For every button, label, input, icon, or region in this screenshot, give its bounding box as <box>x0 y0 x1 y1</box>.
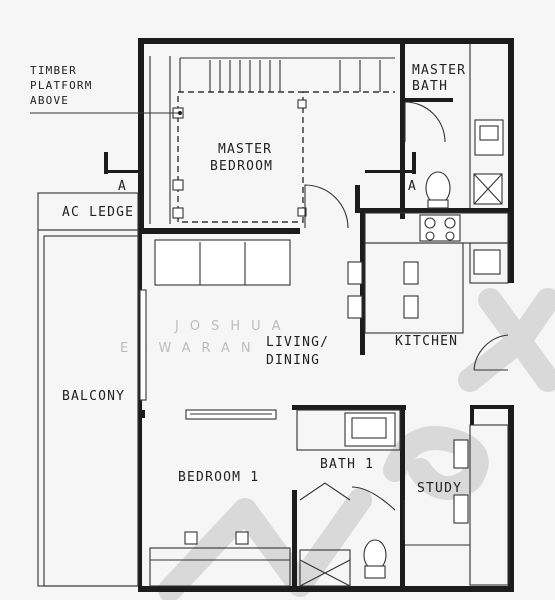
section-marker-right <box>365 152 416 174</box>
master-bath-fixtures <box>404 44 504 209</box>
wardrobe <box>149 56 171 224</box>
watermark-line2: ESWARAN <box>120 341 262 356</box>
timber-platform-label-line2: PLATFORM <box>30 79 93 92</box>
living-dining-label-line1: LIVING/ <box>266 335 329 350</box>
balcony-outline <box>37 192 139 587</box>
kitchen-fixtures <box>347 212 509 371</box>
watermark-line1: JOSHUA <box>174 319 292 334</box>
section-marker-left <box>104 152 144 174</box>
study-label: STUDY <box>417 481 462 496</box>
balcony-door <box>139 289 147 401</box>
master-bedroom-door <box>304 184 349 229</box>
master-bedroom-label-line2: BEDROOM <box>210 159 273 174</box>
ac-ledge-label: AC LEDGE <box>62 205 134 220</box>
living-dining-label-line2: DINING <box>266 353 320 368</box>
timber-platform-outline <box>177 91 304 223</box>
staircase <box>179 57 395 92</box>
timber-platform-label-line1: TIMBER <box>30 64 77 77</box>
master-bedroom-label-line1: MASTER <box>218 142 272 157</box>
interior-walls <box>140 44 508 586</box>
bath-1-label: BATH 1 <box>320 457 374 472</box>
bedroom1-fixtures <box>149 531 291 587</box>
bath1-fixtures <box>296 409 401 587</box>
master-bath-label-line2: BATH <box>412 79 448 94</box>
kitchen-label: KITCHEN <box>395 334 458 349</box>
master-bath-label-line1: MASTER <box>412 63 466 78</box>
section-marker-left-label: A <box>118 179 127 194</box>
sofa <box>154 239 291 286</box>
section-marker-right-label: A <box>408 179 417 194</box>
timber-platform-label-line3: ABOVE <box>30 94 69 107</box>
bedroom-1-label: BEDROOM 1 <box>178 470 259 485</box>
study-fixtures <box>403 424 509 586</box>
balcony-label: BALCONY <box>62 389 125 404</box>
